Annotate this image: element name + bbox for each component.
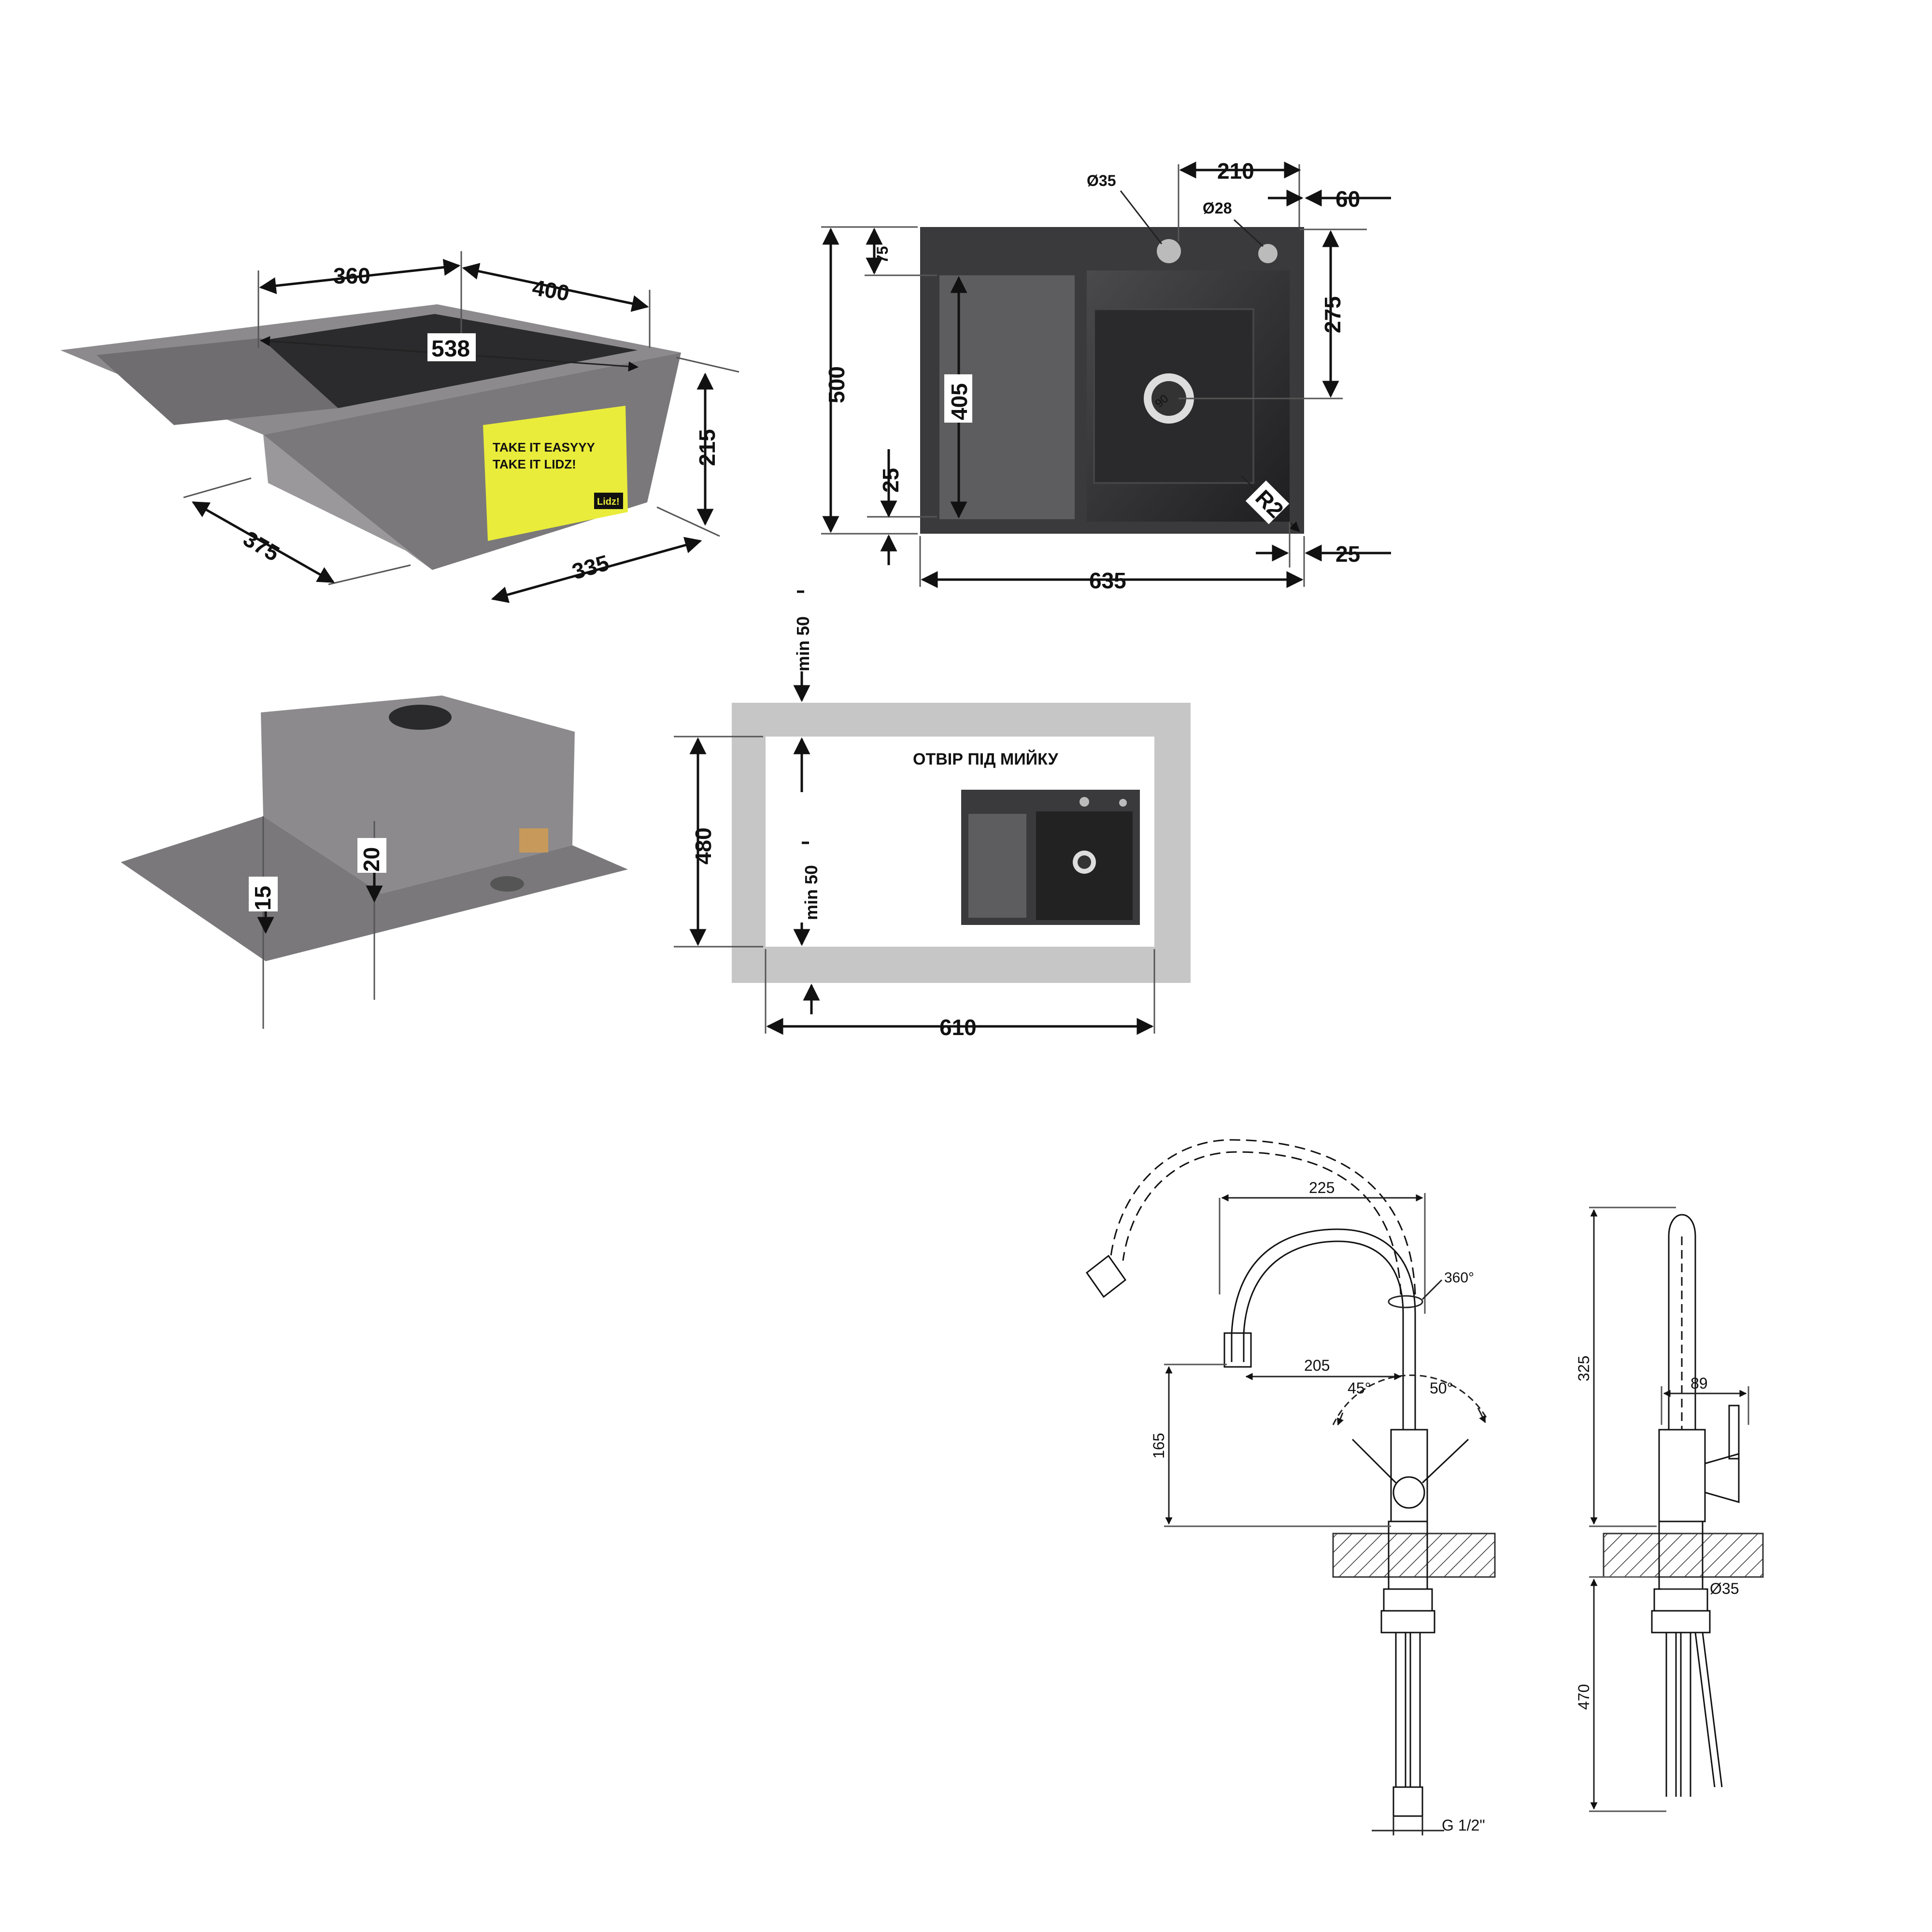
- faucet-side-view: 325 89 Ø35 470: [1575, 1207, 1764, 1812]
- isometric-sink-bottom-view: 20 15: [121, 696, 628, 1029]
- dim-diagonal: 538: [431, 336, 470, 362]
- dim-thread: G 1/2": [1442, 1817, 1485, 1834]
- dim-flange-height: 15: [250, 886, 275, 910]
- dim-edge-offset: 60: [1335, 186, 1360, 212]
- dim-bowl-width: 335: [569, 550, 611, 584]
- dim-angle-left: 45°: [1348, 1379, 1371, 1397]
- dim-width: 635: [1089, 568, 1126, 593]
- dim-faucet-reach: 225: [1309, 1179, 1335, 1196]
- dim-hole-dispenser: Ø28: [1203, 199, 1232, 217]
- dispenser-hole: [1258, 244, 1278, 263]
- dim-bottom-offset: 25: [878, 468, 903, 493]
- dim-angle-right: 50°: [1430, 1379, 1453, 1397]
- dim-cutout-width: 610: [939, 1015, 977, 1040]
- dim-length-left: 360: [333, 263, 370, 288]
- dim-bowl-height: 275: [1320, 296, 1345, 333]
- dim-height: 500: [824, 366, 849, 403]
- cutout-diagram: ОТВІР ПІД МИЙКУ min 50 min 50 480 610: [674, 590, 1191, 1040]
- bowl-body: [261, 696, 575, 894]
- dim-rotation: 360°: [1444, 1270, 1474, 1286]
- faucet-hole: [1157, 239, 1181, 263]
- sink-bowl-side: [263, 435, 432, 570]
- dim-min-inner: min 50: [801, 865, 821, 920]
- dim-between-holes: 210: [1217, 158, 1254, 184]
- isometric-sink-top-view: TAKE IT EASYYY TAKE IT LIDZ! Lidz! 360 4…: [60, 251, 739, 603]
- flange: [121, 816, 628, 961]
- faucet-front-view: 225 360° 205 45° 50° 165 G 1/2": [1085, 1139, 1496, 1835]
- overflow-outlet: [490, 876, 524, 892]
- drain-outlet: [389, 705, 452, 730]
- dim-min-top: min 50: [793, 616, 813, 671]
- countertop-section: [1332, 1533, 1496, 1578]
- dim-length-right: 400: [530, 275, 571, 306]
- dim-hole-faucet: Ø35: [1087, 172, 1116, 189]
- cutout-title: ОТВІР ПІД МИЙКУ: [913, 750, 1059, 768]
- dim-lever-offset: 89: [1690, 1375, 1708, 1392]
- sticker: [519, 828, 548, 852]
- dim-cutout-height: 480: [691, 827, 716, 865]
- dim-hole: Ø35: [1710, 1580, 1739, 1597]
- product-label: TAKE IT EASYYY TAKE IT LIDZ! Lidz!: [483, 406, 628, 541]
- dim-total-height: 325: [1575, 1356, 1592, 1381]
- dim-edge-height: 20: [359, 847, 384, 872]
- label-line2: TAKE IT LIDZ!: [493, 457, 576, 471]
- dim-right-offset: 25: [1335, 541, 1360, 567]
- label-brand: Lidz!: [597, 497, 620, 507]
- dim-spout-reach: 205: [1304, 1357, 1330, 1374]
- dim-hose-length: 470: [1575, 1684, 1592, 1710]
- sink-plan-view: Ø35 Ø28 210 60 500 75 275 405 25: [821, 158, 1391, 593]
- countertop-section: [1603, 1533, 1764, 1578]
- dim-height: 215: [695, 429, 720, 466]
- label-line1: TAKE IT EASYYY: [493, 440, 595, 455]
- dim-inner-height: 405: [947, 383, 972, 420]
- dim-top-offset: 75: [874, 246, 891, 263]
- dim-spout-height: 165: [1150, 1433, 1167, 1459]
